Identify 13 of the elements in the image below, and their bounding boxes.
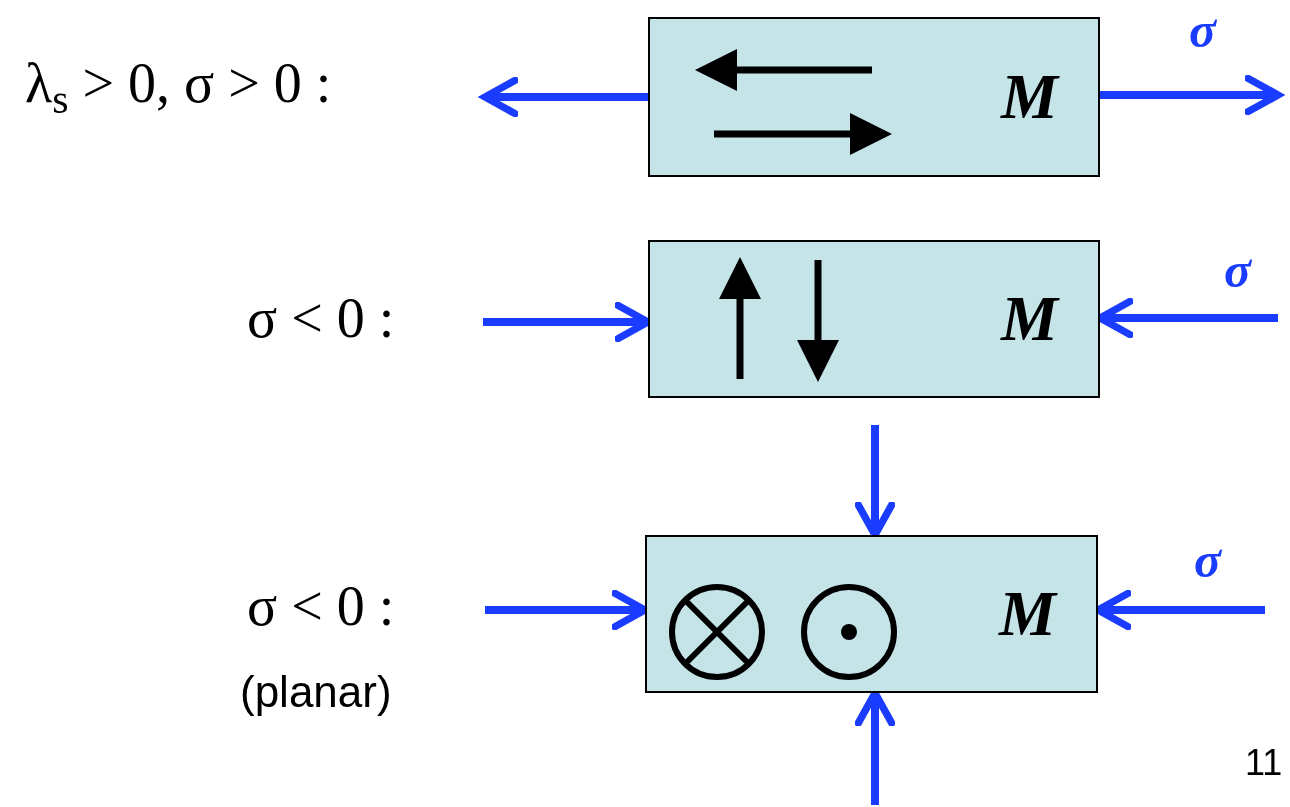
magnetization-label: M xyxy=(1001,287,1058,351)
magnetization-label: M xyxy=(999,582,1056,646)
page-number: 11 xyxy=(1245,745,1283,781)
note-label: (planar) xyxy=(240,670,392,714)
condition-label: λ$_{s}$ > 0, σ > 0 : xyxy=(25,55,332,111)
arrow xyxy=(1100,74,1282,116)
material-box xyxy=(645,535,1098,693)
condition-label: σ < 0 : xyxy=(247,290,395,346)
material-box xyxy=(648,17,1100,177)
arrow xyxy=(481,76,648,118)
material-box xyxy=(648,240,1100,398)
condition-label: σ < 0 : xyxy=(247,578,395,634)
magnetization-label: M xyxy=(1001,65,1058,129)
